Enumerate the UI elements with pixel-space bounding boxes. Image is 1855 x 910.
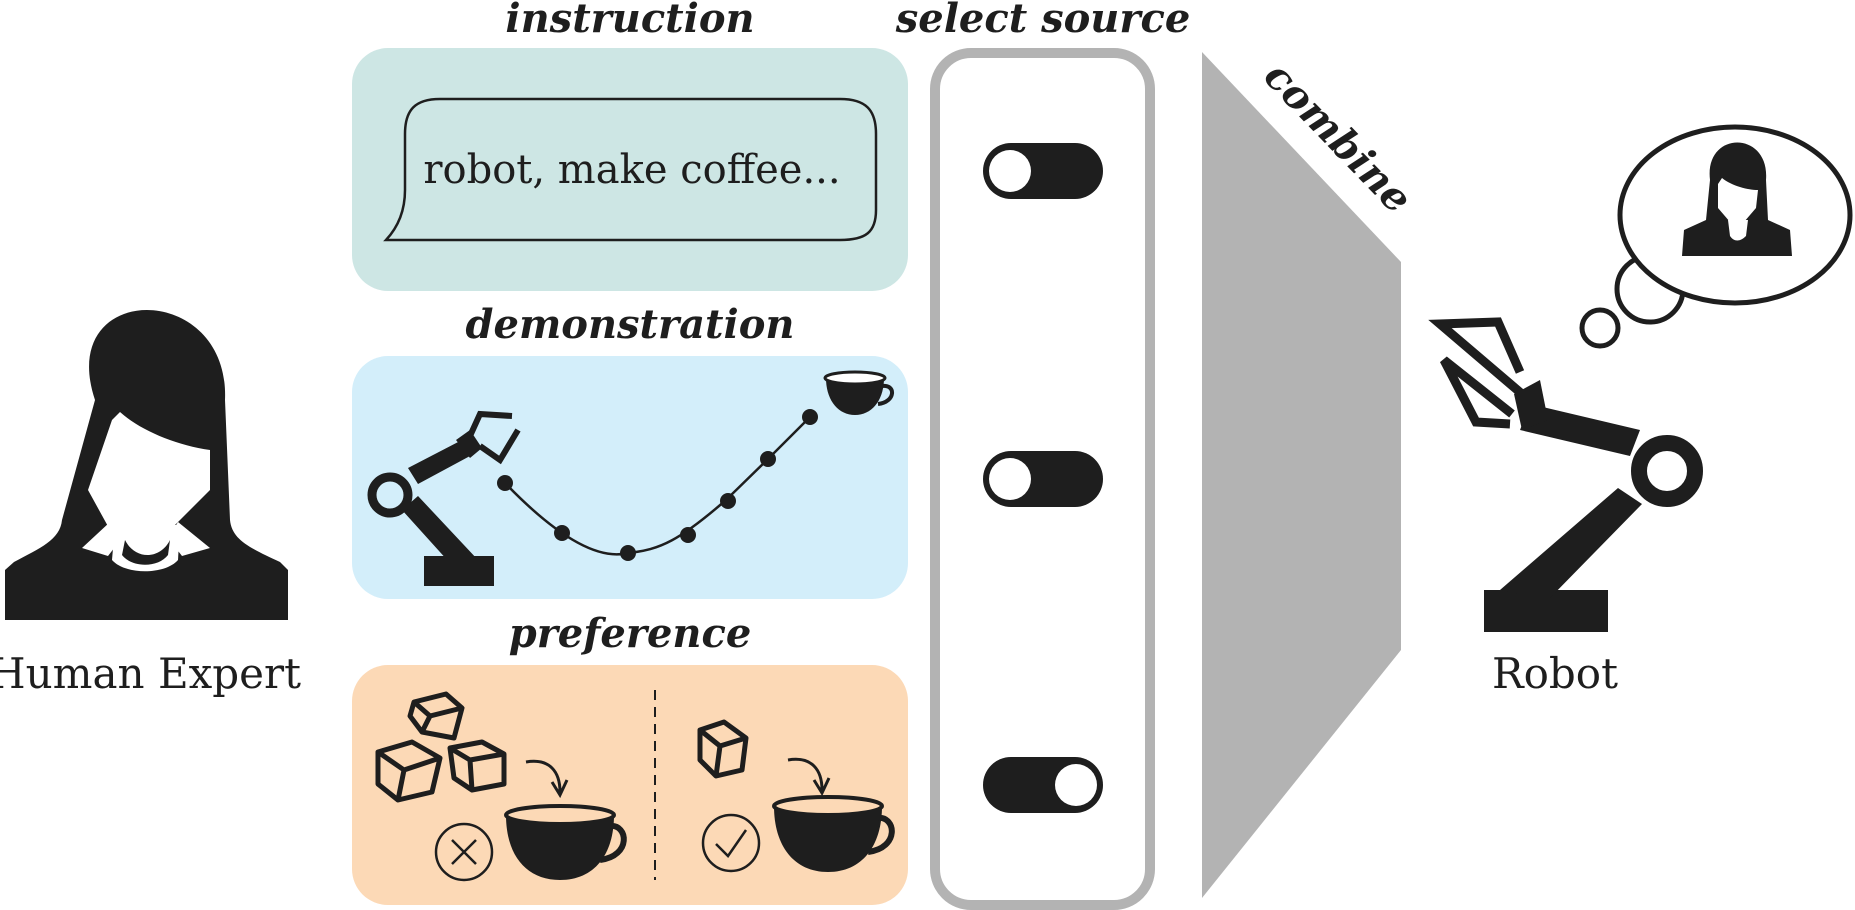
sugar-cubes-icon [375, 691, 507, 803]
trajectory-point [720, 493, 736, 509]
robot-arm-icon [1428, 317, 1703, 632]
robot-label: Robot [1492, 649, 1618, 698]
toggle-knob [989, 150, 1031, 192]
drop-arrow-icon [787, 757, 831, 797]
trajectory-point [620, 545, 636, 561]
human-expert-icon [5, 310, 288, 620]
check-icon [701, 813, 761, 873]
toggle-preference[interactable] [983, 757, 1103, 813]
instruction-panel [352, 48, 908, 291]
instruction-title: instruction [505, 0, 754, 42]
trajectory-point [802, 409, 818, 425]
trajectory-point [760, 451, 776, 467]
toggle-knob [1055, 764, 1097, 806]
select-source-title: select source [895, 0, 1191, 42]
toggle-instruction[interactable] [983, 143, 1103, 199]
coffee-cup-accepted-icon [772, 795, 895, 872]
instruction-speech-text: robot, make coffee... [423, 147, 840, 193]
sugar-cube-single-icon [697, 719, 749, 779]
preference-title: preference [509, 610, 752, 657]
toggle-knob [989, 458, 1031, 500]
combine-funnel [1202, 52, 1401, 898]
human-expert-label: Human Expert [0, 649, 301, 698]
human-expert-thought-icon [1682, 142, 1792, 256]
robot-arm-small-icon [367, 410, 521, 586]
trajectory-path [497, 409, 818, 561]
cross-icon [434, 822, 494, 882]
toggle-demonstration[interactable] [983, 451, 1103, 507]
speech-bubble-icon [383, 97, 878, 242]
trajectory-point [497, 475, 513, 491]
demonstration-title: demonstration [466, 301, 795, 348]
coffee-cup-small-icon [823, 370, 894, 415]
trajectory-point [680, 527, 696, 543]
drop-arrow-icon [525, 759, 569, 799]
coffee-cup-rejected-icon [504, 804, 627, 880]
trajectory-point [554, 525, 570, 541]
